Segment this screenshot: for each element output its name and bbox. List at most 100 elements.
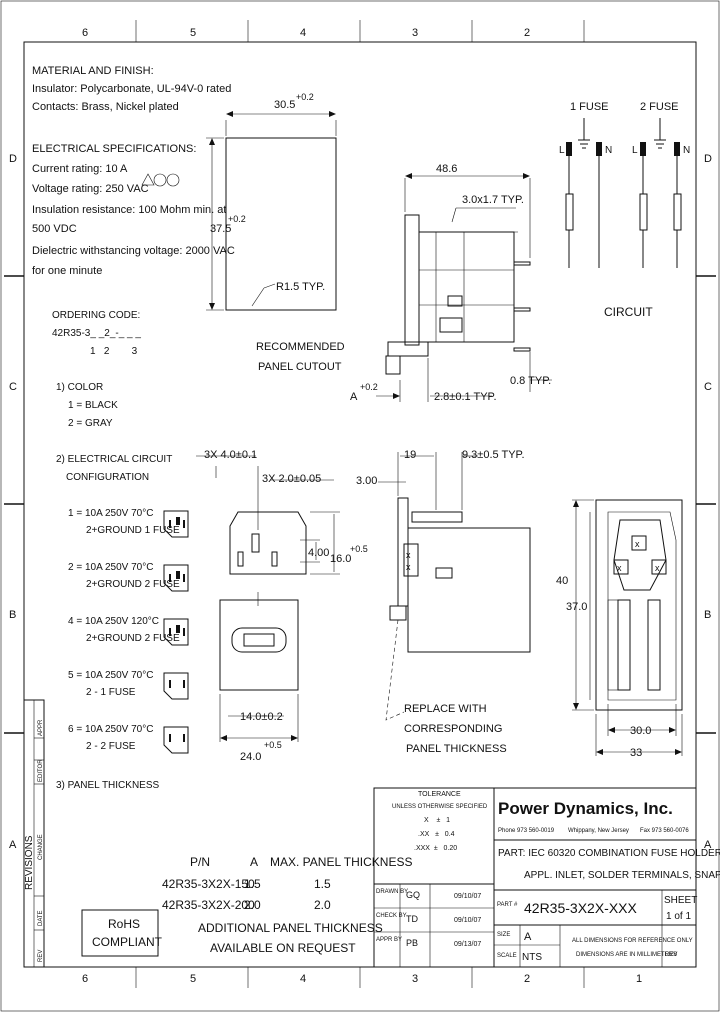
- cutout-height-tol: +0.2: [228, 214, 246, 224]
- side-view: 48.6 3.0x1.7 TYP. A +0.2 2.8±0.1 TYP. 0.…: [350, 163, 552, 403]
- zone-col-6-bottom: 6: [82, 973, 88, 985]
- dimension-note-2: DIMENSIONS ARE IN MILLIMETERS: [576, 952, 677, 958]
- circuit-2-fuse: L N: [632, 118, 690, 268]
- part-number-label: PART #: [497, 902, 518, 908]
- rear-mark-x: x: [635, 539, 640, 549]
- replace-label-3: PANEL THICKNESS: [406, 743, 507, 755]
- rohs-line-2: COMPLIANT: [92, 935, 163, 949]
- table-row-1-a: 1.5: [244, 877, 261, 891]
- front-dim-24-0-tol: +0.5: [264, 740, 282, 750]
- rear-dim-37-0: 37.0: [566, 601, 587, 613]
- tolerance-title: TOLERANCE: [418, 791, 461, 798]
- rear-dim-40: 40: [556, 575, 568, 587]
- company-location: Whippany, New Jersey: [568, 828, 629, 834]
- zone-row-a: A: [9, 839, 17, 851]
- side-dim-a-tol: +0.2: [360, 382, 378, 392]
- insulation-line1: Insulation resistance: 100 Mohm min. at: [32, 204, 226, 216]
- zone-col-3: 3: [412, 27, 418, 39]
- tolerance-x: X ± 1: [424, 817, 450, 824]
- part-description-2: APPL. INLET, SOLDER TERMINALS, SNAP-IN: [524, 870, 720, 881]
- dimension-note-1: ALL DIMENSIONS FOR REFERENCE ONLY: [572, 938, 693, 944]
- current-text: Current rating: 10 A: [32, 163, 128, 175]
- voltage-text: Voltage rating: 250 VAC: [32, 183, 149, 195]
- zone-row-d-right: D: [704, 153, 712, 165]
- zone-col-4-bottom: 4: [300, 973, 306, 985]
- additional-thickness-1: ADDITIONAL PANEL THICKNESS: [198, 921, 383, 935]
- sheet-label: SHEET: [664, 895, 697, 906]
- config-1-line1: 1 = 10A 250V 70°C: [68, 508, 153, 519]
- section-mark-x: x: [406, 550, 411, 560]
- drawn-date: 09/10/07: [454, 893, 481, 900]
- tolerance-xxx: .XXX ± 0.20: [414, 845, 457, 852]
- drawn-by: GQ: [406, 890, 420, 900]
- insulation-line2: 500 VDC: [32, 223, 77, 235]
- size-value: A: [524, 931, 532, 943]
- cutout-width-dim: 30.5: [274, 99, 295, 111]
- revisions-col-appr: APPR: [38, 719, 44, 736]
- revisions-strip: REVISIONS REV DATE CHANGE EDITOR APPR: [23, 699, 45, 968]
- circuit-title-1: 2) ELECTRICAL CIRCUIT: [56, 454, 172, 465]
- notes-block: MATERIAL AND FINISH: Insulator: Polycarb…: [32, 65, 235, 791]
- side-dim-slot: 3.0x1.7 TYP.: [462, 194, 524, 206]
- zone-col-3-bottom: 3: [412, 973, 418, 985]
- ordering-code: 42R35-3_ _2_-_ _ _: [52, 328, 141, 339]
- circuit-diagram: 1 FUSE 2 FUSE L N L N: [559, 101, 690, 319]
- zone-row-d: D: [9, 153, 17, 165]
- inlet-2pin-icon: [163, 726, 189, 754]
- zone-col-1-bottom: 1: [636, 973, 642, 985]
- zone-ticks: [4, 20, 716, 988]
- rear-mark-x-3: x: [655, 563, 660, 573]
- section-dim-19: 19: [404, 449, 416, 461]
- panel-cutout-view: 30.5 +0.2 37.5 +0.2 R1.5 TYP. RECOMMENDE…: [206, 92, 345, 373]
- config-6-line2: 2 - 2 FUSE: [86, 741, 136, 752]
- config-4-line2: 2+GROUND 2 FUSE: [86, 633, 180, 644]
- table-row-2-pn: 42R35-3X2X-200: [162, 898, 255, 912]
- panel-thickness-table: P/N A MAX. PANEL THICKNESS 42R35-3X2X-15…: [162, 855, 412, 955]
- side-dim-48-6: 48.6: [436, 163, 457, 175]
- table-header-a: A: [250, 855, 258, 869]
- front-dim-16-0: 16.0: [330, 553, 351, 565]
- replace-label-2: CORRESPONDING: [404, 723, 502, 735]
- config-1-line2: 2+GROUND 1 FUSE: [86, 525, 180, 536]
- color-title: 1) COLOR: [56, 382, 103, 393]
- revisions-col-rev: REV: [38, 950, 44, 962]
- title-block: TOLERANCE UNLESS OTHERWISE SPECIFIED X ±…: [373, 787, 720, 968]
- part-description-1: PART: IEC 60320 COMBINATION FUSE HOLDER: [498, 848, 720, 859]
- table-header-max: MAX. PANEL THICKNESS: [270, 855, 412, 869]
- certification-marks-icon: [141, 173, 180, 187]
- config-2-line2: 2+GROUND 2 FUSE: [86, 579, 180, 590]
- zone-row-c-right: C: [704, 381, 712, 393]
- section-mark-x-2: x: [406, 562, 411, 572]
- size-label: SIZE: [497, 932, 510, 938]
- cutout-label-1: RECOMMENDED: [256, 341, 345, 353]
- zone-col-2: 2: [524, 27, 530, 39]
- front-dim-3x4: 3X 4.0±0.1: [204, 449, 257, 461]
- table-row-2-a: 2.0: [244, 898, 261, 912]
- rear-dim-33: 33: [630, 747, 642, 759]
- inlet-3pin-icon: [163, 618, 189, 646]
- table-row-1-max: 1.5: [314, 877, 331, 891]
- table-header-pn: P/N: [190, 855, 210, 869]
- cutout-width-tol: +0.2: [296, 92, 314, 102]
- rohs-line-1: RoHS: [108, 917, 140, 931]
- color-option-1: 1 = BLACK: [68, 400, 118, 411]
- check-date: 09/10/07: [454, 917, 481, 924]
- circuit-1-fuse: L N: [559, 118, 612, 268]
- color-option-2: 2 = GRAY: [68, 418, 113, 429]
- revisions-col-change: CHANGE: [38, 834, 44, 860]
- drawn-by-label: DRAWN BY: [376, 889, 408, 895]
- inlet-2pin-icon: [163, 672, 189, 700]
- check-by: TD: [406, 914, 418, 924]
- zone-row-a-right: A: [704, 839, 712, 851]
- material-title: MATERIAL AND FINISH:: [32, 65, 154, 77]
- zone-row-b: B: [9, 609, 16, 621]
- cutout-label-2: PANEL CUTOUT: [258, 361, 342, 373]
- company-logo: Power Dynamics, Inc.: [498, 799, 673, 818]
- appr-by: PB: [406, 938, 418, 948]
- side-dim-0-8: 0.8 TYP.: [510, 375, 551, 387]
- zone-row-c: C: [9, 381, 17, 393]
- dielectric-line1: Dielectric withstancing voltage: 2000 VA…: [32, 245, 235, 257]
- circuit-n-label-2: N: [683, 145, 690, 156]
